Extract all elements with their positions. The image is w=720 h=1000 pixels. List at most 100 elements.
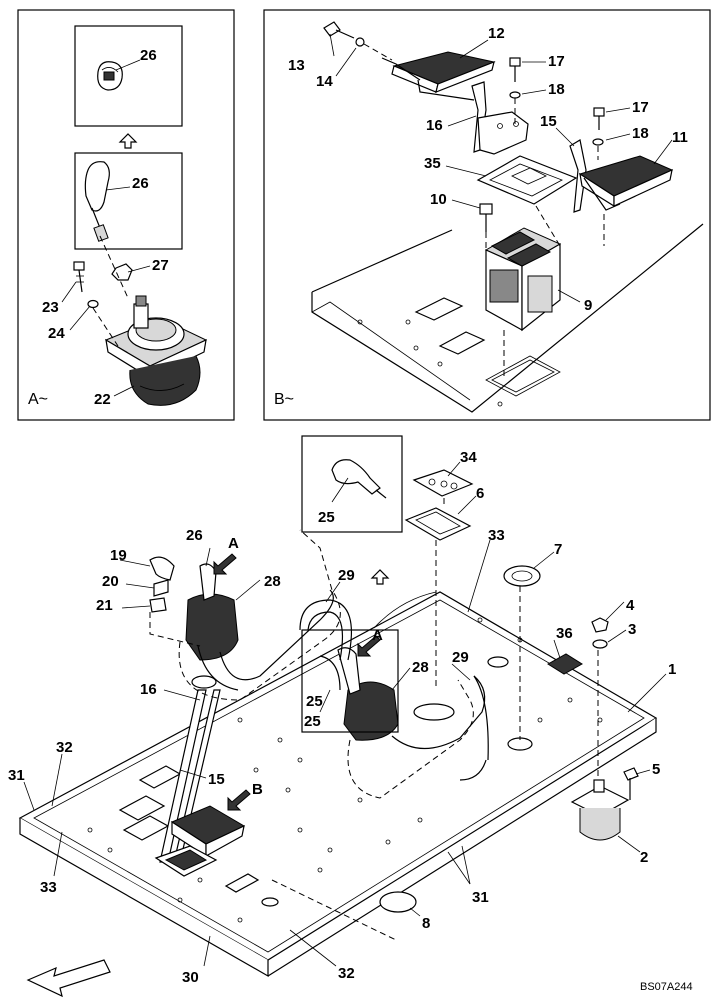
bushing-icon <box>149 597 167 613</box>
nut-icon <box>591 617 609 633</box>
callout-25-lower: 25 <box>304 713 321 730</box>
panel-b: 13 14 12 17 18 17 18 16 15 11 35 10 9 B~ <box>263 9 711 421</box>
pedal-valve-icon <box>484 227 562 332</box>
bolt-icon <box>593 107 605 130</box>
washer-icon <box>592 138 604 146</box>
bolt-icon <box>479 203 493 232</box>
washer-icon <box>355 37 365 47</box>
callout-2: 2 <box>640 849 648 866</box>
callout-12: 12 <box>488 25 505 42</box>
callout-26-lower: 26 <box>186 527 203 544</box>
view-marker-a-1: A <box>228 535 239 552</box>
damper-mount-icon <box>570 779 630 841</box>
grommet-icon <box>404 507 472 541</box>
up-arrow-icon <box>118 133 138 149</box>
lever-grip-icon <box>149 556 175 581</box>
lever-grip-icon <box>84 161 110 242</box>
callout-16-lower: 16 <box>140 681 157 698</box>
callout-1: 1 <box>668 661 676 678</box>
washer-icon <box>509 91 521 99</box>
callout-26-top: 26 <box>140 47 157 64</box>
boot-plate-icon <box>476 155 578 205</box>
callout-27: 27 <box>152 257 169 274</box>
view-marker-a-2: A <box>372 627 383 644</box>
foot-pedal-icon <box>154 805 246 877</box>
bolt-icon <box>73 261 85 293</box>
view-a-box <box>301 629 399 733</box>
grommet-icon <box>503 565 541 587</box>
joystick-left-icon <box>178 529 341 701</box>
callout-22: 22 <box>94 391 111 408</box>
callout-32-left: 32 <box>56 739 73 756</box>
callout-17-left: 17 <box>548 53 565 70</box>
callout-11: 11 <box>672 129 688 146</box>
callout-30: 30 <box>182 969 199 986</box>
callout-13: 13 <box>288 57 305 74</box>
panel-a-detail-box-top <box>74 25 183 127</box>
panel-a-frame <box>17 9 235 421</box>
nut-icon <box>153 579 169 597</box>
callout-8: 8 <box>422 915 430 932</box>
pedal-bracket-icon <box>471 81 529 155</box>
floor-plate <box>18 591 658 961</box>
view-marker-b: B <box>252 781 263 798</box>
callout-10: 10 <box>430 191 447 208</box>
callout-21: 21 <box>96 597 113 614</box>
panel-a-caption: A~ <box>28 391 48 408</box>
view-arrow-a-icon <box>357 635 381 657</box>
panel-b-frame <box>263 9 711 421</box>
callout-25-box: 25 <box>318 509 335 526</box>
callout-34: 34 <box>460 449 477 466</box>
callout-31-left: 31 <box>8 767 25 784</box>
foot-pedal-icon <box>569 139 674 213</box>
callout-18-left: 18 <box>548 81 565 98</box>
panel-b-caption: B~ <box>274 391 294 408</box>
foot-pedal-icon <box>381 51 496 101</box>
callout-29-top: 29 <box>338 567 355 584</box>
callout-35: 35 <box>424 155 441 172</box>
bolt-icon <box>323 21 355 39</box>
callout-25-mid: 25 <box>306 693 323 710</box>
callout-33-top: 33 <box>488 527 505 544</box>
callout-23: 23 <box>42 299 59 316</box>
callout-14: 14 <box>316 73 333 90</box>
callout-28-left: 28 <box>264 573 281 590</box>
callout-20: 20 <box>102 573 119 590</box>
grip-cap-icon <box>97 61 123 91</box>
callout-6: 6 <box>476 485 484 502</box>
up-arrow-icon <box>370 569 390 585</box>
washer-icon <box>592 639 608 649</box>
detail-box-25 <box>301 435 403 533</box>
callout-33-lower: 33 <box>40 879 57 896</box>
callout-19: 19 <box>110 547 127 564</box>
callout-24: 24 <box>48 325 65 342</box>
callout-4: 4 <box>626 597 635 614</box>
callout-16-b: 16 <box>426 117 443 134</box>
seal-plate-icon <box>412 469 474 497</box>
joystick-right-icon <box>319 647 489 799</box>
panel-a: 26 26 27 23 24 22 A~ <box>17 9 235 421</box>
callout-32-lower: 32 <box>338 965 355 982</box>
callout-28-right: 28 <box>412 659 429 676</box>
callout-17-right: 17 <box>632 99 649 116</box>
callout-29-right: 29 <box>452 649 469 666</box>
callout-7: 7 <box>554 541 562 558</box>
callout-36: 36 <box>556 625 573 642</box>
view-arrow-b-icon <box>227 789 251 811</box>
lever-grip-icon <box>331 459 387 499</box>
bolt-icon <box>623 767 639 800</box>
callout-9: 9 <box>584 297 592 314</box>
callout-26-mid: 26 <box>132 175 149 192</box>
callout-15-b: 15 <box>540 113 557 130</box>
harness-29 <box>299 599 352 661</box>
callout-5: 5 <box>652 761 660 778</box>
washer-icon <box>87 299 99 309</box>
pilot-valve-icon <box>104 295 208 406</box>
drawing-code: BS07A244 <box>640 981 693 993</box>
view-arrow-a-icon <box>213 553 237 575</box>
callout-31-lower: 31 <box>472 889 489 906</box>
floor-plate-edge <box>311 223 704 413</box>
front-direction-arrow-icon <box>26 959 111 998</box>
bolt-icon <box>509 57 521 82</box>
